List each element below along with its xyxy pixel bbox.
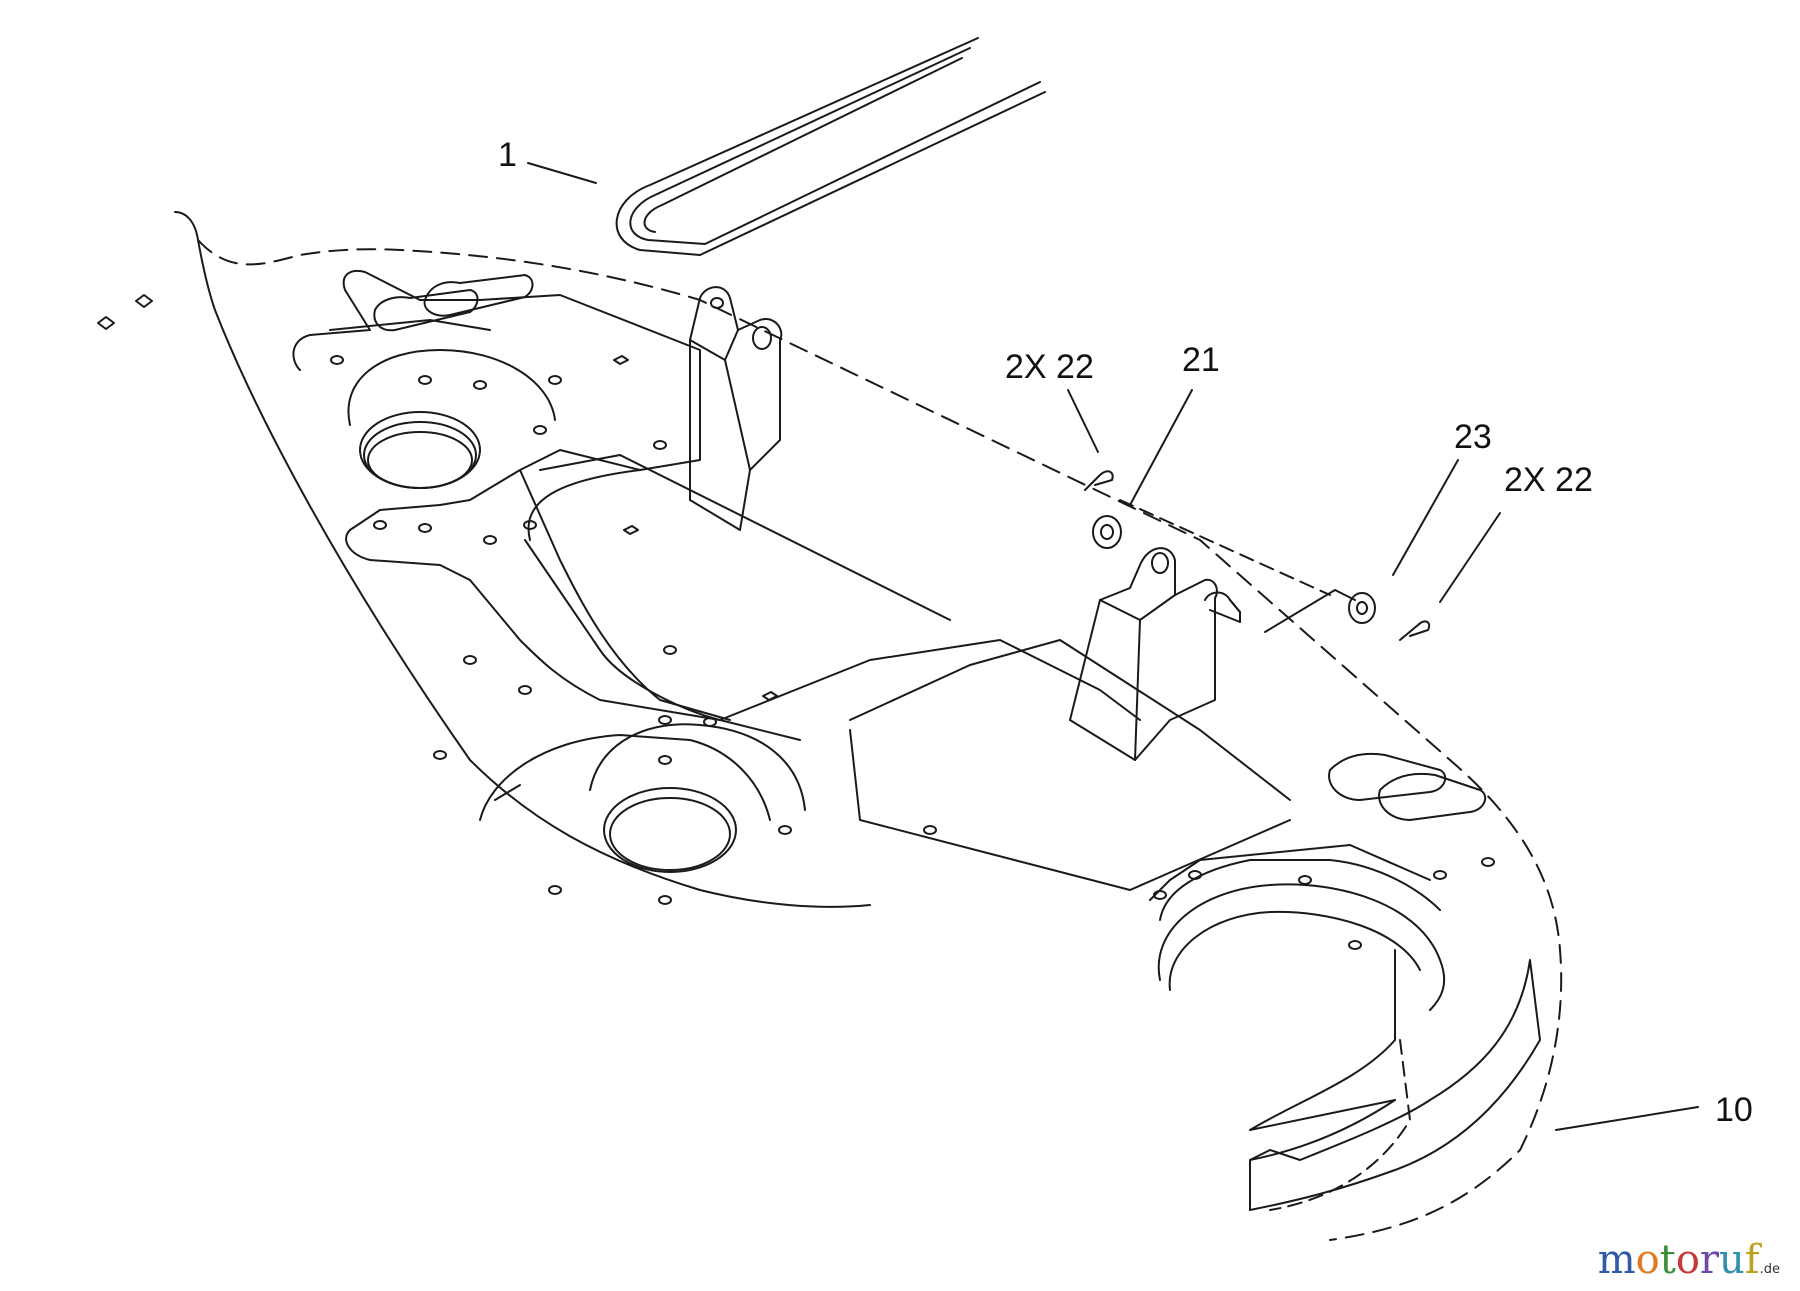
leader-22-right — [1439, 512, 1501, 603]
callout-clip-left: 2X 22 — [1005, 348, 1094, 386]
deck-outline — [174, 211, 1563, 1241]
washers-drawing — [1092, 515, 1376, 624]
pin-axis-line — [1119, 499, 1356, 633]
leader-23 — [1392, 459, 1459, 576]
watermark-letter: t — [1659, 1237, 1676, 1283]
left-bracket-drawing — [689, 286, 783, 531]
watermark-letter: u — [1719, 1237, 1745, 1283]
hairpin-clips-drawing — [1084, 470, 1431, 641]
watermark-letter: o — [1675, 1237, 1700, 1283]
leader-10 — [1555, 1106, 1699, 1131]
spindle-openings — [347, 349, 1446, 1011]
mounting-holes — [97, 294, 1495, 950]
callout-clip-right: 2X 22 — [1504, 461, 1593, 499]
leader-lines — [527, 162, 1699, 1131]
deck-slots — [373, 274, 1487, 821]
watermark-letter: m — [1597, 1237, 1636, 1283]
leader-21 — [1129, 389, 1193, 506]
deck-top-panel — [292, 270, 1441, 921]
belt-drawing — [615, 37, 1046, 256]
callout-washer: 23 — [1454, 418, 1492, 456]
callout-bracket: 21 — [1182, 341, 1220, 379]
watermark-letter: r — [1699, 1237, 1720, 1283]
leader-22-left — [1067, 389, 1099, 453]
watermark-logo: motoruf.de — [1598, 1237, 1780, 1283]
leader-1 — [527, 162, 597, 184]
callout-belt: 1 — [498, 136, 517, 174]
watermark-suffix: .de — [1759, 1262, 1780, 1277]
callout-deck: 10 — [1715, 1091, 1753, 1129]
front-bracket-drawing — [1069, 547, 1241, 761]
watermark-letter: o — [1635, 1237, 1660, 1283]
watermark-letter: f — [1744, 1237, 1760, 1283]
